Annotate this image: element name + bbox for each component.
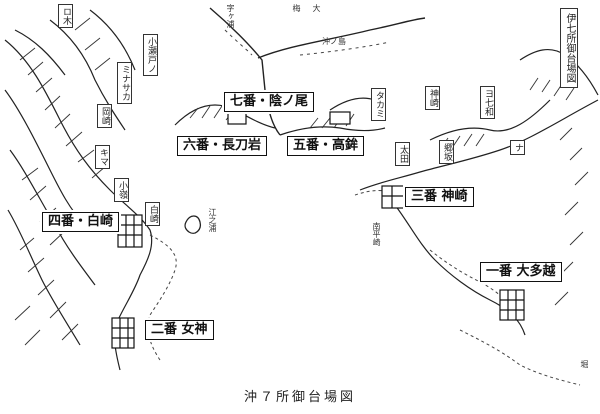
battery-label-5: 五番・高鉾 [287,136,365,156]
vlabel-2: ミナサカ [117,62,132,104]
vtext-14: 梅 [292,4,301,12]
vlabel-7: 神崎 [425,86,440,110]
battery-label-1: 一番 大多越 [480,262,562,282]
battery-label-7: 七番・陰ノ尾 [224,92,315,112]
battery-label-3: 三番 神崎 [405,187,474,207]
left-shore-dashes [147,234,177,361]
left-hatching [14,17,111,346]
vlabel-0: ロ木 [58,4,73,28]
small-text-1: 沖ノ島 [322,37,346,46]
vlabel-1: 小瀬戸ノ [143,34,158,76]
fort-marks [111,111,525,349]
battery-label-6: 六番・長刀岩 [177,136,268,156]
small-island [184,215,201,234]
map-caption: 沖７所御台場図 [243,390,356,405]
small-text-2: 南平崎 [372,222,381,246]
vlabel-12: ナ [510,140,525,155]
small-text-0: 江之浦 [208,208,217,232]
vtext-13: 大 [312,4,321,12]
vtext-15: 堀 [580,360,589,368]
vlabel-5: 小嶺 [114,178,129,202]
vlabel-9: 太田 [395,142,410,166]
small-text-3: 字ヶ浦 [226,4,235,28]
battery-label-4: 四番・白崎 [42,212,120,232]
vlabel-4: キマ [95,145,110,169]
vlabel-11: 郷坂 [439,140,454,164]
vlabel-10: ヨ七和 [480,86,495,119]
vlabel-3: 岡崎 [97,104,112,128]
battery-label-2: 二番 女神 [145,320,214,340]
vlabel-8: タカミ [371,88,386,121]
top-road-dashes [224,29,391,56]
legend-box: 伊七所御台場図 [560,8,578,88]
vlabel-6: 白崎 [145,202,160,226]
right-shore-dashes [354,190,581,386]
